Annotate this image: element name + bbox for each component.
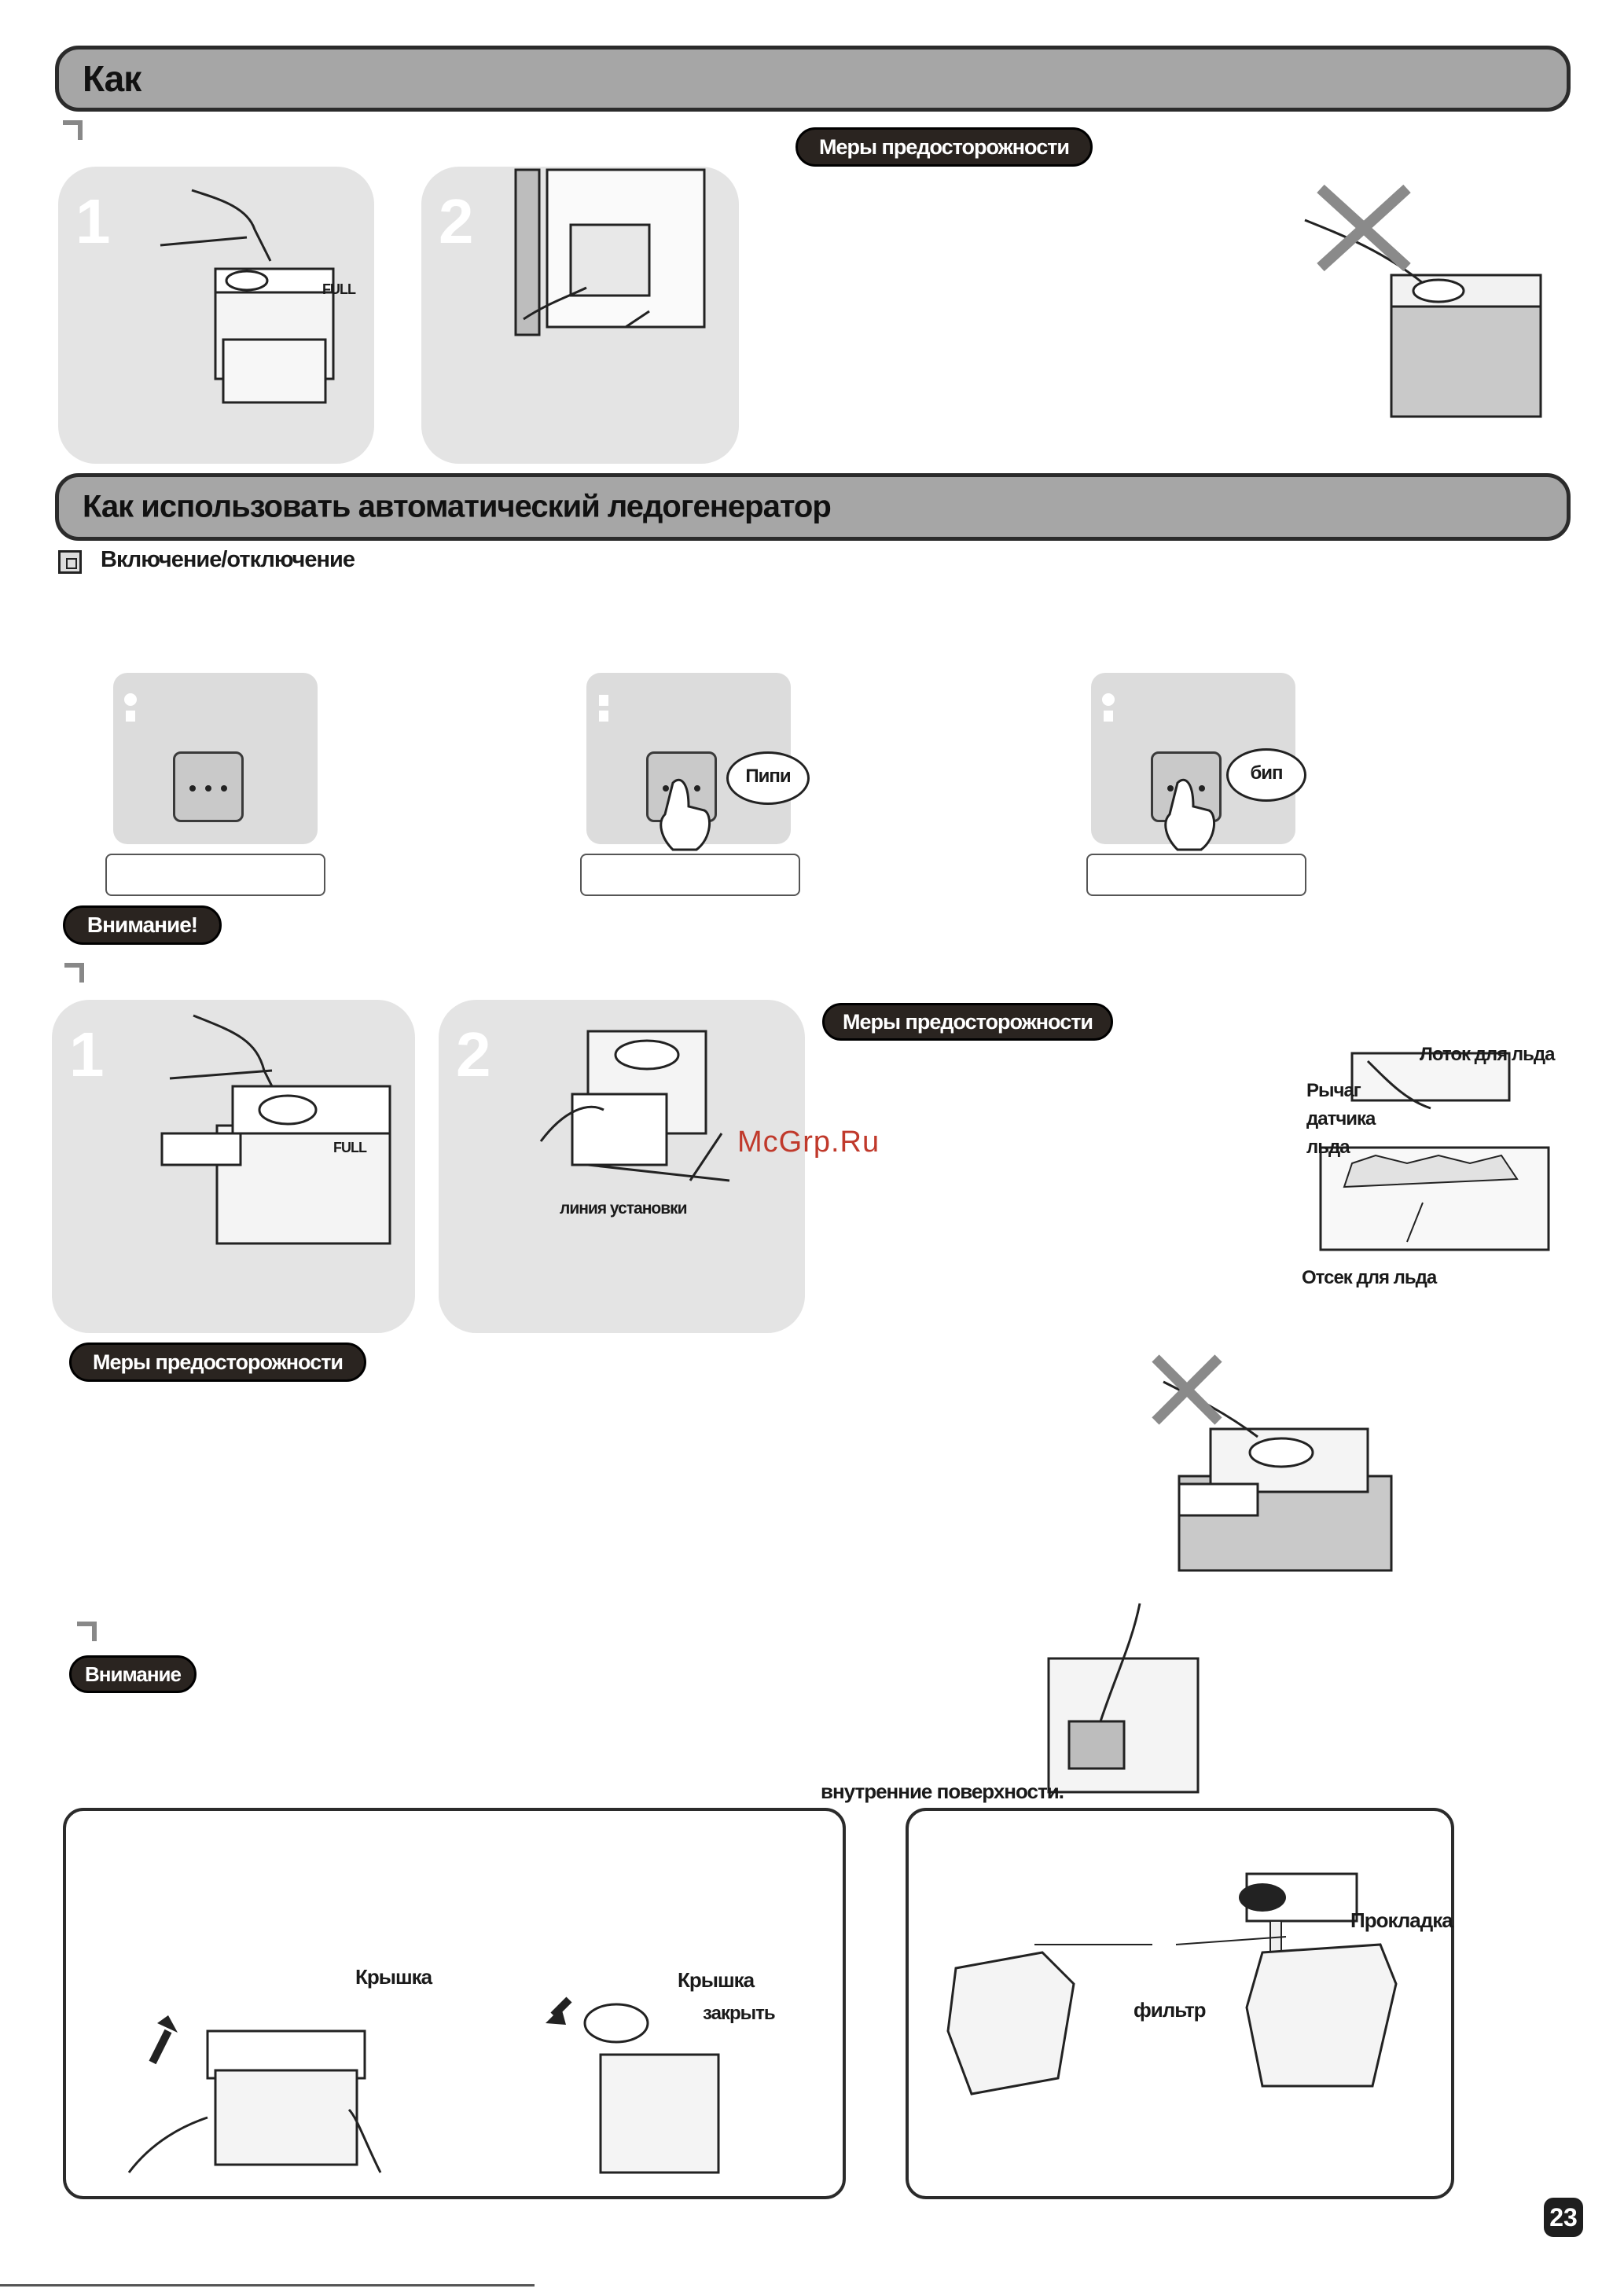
tank-cleaning-illustration: [1047, 1603, 1200, 1794]
sensor-lever-label-2: датчика: [1306, 1108, 1376, 1129]
caution-badge-mid: Меры предосторожности: [822, 1003, 1113, 1041]
lid-label-right: Крышка: [678, 1968, 755, 1992]
install-line-label: линия установки: [560, 1199, 688, 1218]
pressing-finger-icon: [1164, 778, 1216, 851]
filter-instruction-frame: Прокладка фильтр: [906, 1808, 1454, 2199]
pressing-finger-icon: [660, 778, 711, 851]
attention-badge: Внимание!: [63, 905, 222, 945]
full-mark-label: FULL: [333, 1140, 367, 1155]
section-checkbox-icon: [58, 550, 82, 574]
caution-badge-low: Меры предосторожности: [69, 1343, 366, 1382]
step-number: 2: [456, 1019, 491, 1089]
lid-instruction-frame: Крышка Крышка закрыть: [63, 1808, 846, 2199]
step-panel-2: 2: [421, 167, 739, 464]
ice-bin-label: Отсек для льда: [1302, 1267, 1437, 1288]
bottom-rule: [0, 2284, 535, 2286]
step-panel-3: 1 FULL: [52, 1000, 415, 1333]
icemaker-button[interactable]: [173, 751, 244, 822]
ice-maker-diagram: [1319, 1052, 1550, 1251]
step-panel-1: 1 FULL: [58, 167, 374, 464]
corner-mark-icon: [77, 1622, 97, 1641]
small-drop-icon: [124, 693, 145, 722]
step-panel-4: 2 линия установки: [439, 1000, 805, 1333]
button-caption-box: [105, 854, 325, 896]
beep-once-bubble: бип: [1226, 748, 1306, 802]
page-number-badge: 23: [1544, 2198, 1583, 2237]
lid-label-left: Крышка: [355, 1965, 432, 1989]
filter-label: фильтр: [1133, 1998, 1207, 2022]
button-caption-box: [580, 854, 800, 896]
small-drop-icon: [597, 693, 618, 722]
section-header-how: Как: [55, 46, 1571, 112]
tank-insert-illustration: [514, 168, 706, 336]
section-header-icemaker: Как использовать автоматический ледогене…: [55, 473, 1571, 541]
sensor-lever-label-1: Рычаг: [1306, 1080, 1361, 1101]
beep-text: бип: [1250, 762, 1283, 784]
lid-open-illustration: [127, 2015, 382, 2173]
caution-badge-label: Меры предосторожности: [842, 1010, 1093, 1034]
tank-install-illustration: [539, 1030, 730, 1182]
step-number: 2: [439, 186, 474, 256]
filter-gasket-illustration: [946, 1872, 1398, 2095]
caution-badge-label: Меры предосторожности: [818, 135, 1070, 159]
attention-badge-2: Внимание: [69, 1655, 197, 1693]
step-number: 1: [75, 186, 111, 256]
gasket-label: Прокладка: [1350, 1908, 1453, 1932]
full-mark-label: FULL: [322, 281, 356, 297]
caution-badge-top: Меры предосторожности: [795, 127, 1093, 167]
sensor-lever-label-3: льда: [1306, 1137, 1350, 1158]
ice-tray-label: Лоток для льда: [1420, 1044, 1555, 1065]
beep-twice-bubble: Пипи: [726, 751, 810, 805]
beep-text: Пипи: [745, 766, 791, 787]
inner-surfaces-label: внутренние поверхности.: [821, 1780, 1064, 1803]
do-not-overfill-illustration: [1152, 1354, 1393, 1572]
small-drop-icon: [1102, 693, 1122, 722]
water-tank-fill-illustration: [160, 1014, 391, 1245]
button-state-on: [586, 673, 791, 851]
section-title: Как: [83, 58, 141, 99]
corner-mark-icon: [63, 120, 83, 140]
do-not-overfill-illustration: [1304, 184, 1542, 418]
water-tank-fill-illustration: [160, 189, 335, 404]
corner-mark-icon: [64, 963, 84, 983]
attention-label: Внимание!: [86, 913, 198, 937]
close-label: закрыть: [703, 2003, 776, 2024]
onoff-heading: Включение/отключение: [101, 547, 355, 572]
caution-badge-label: Меры предосторожности: [92, 1350, 344, 1374]
step-number: 1: [69, 1019, 105, 1089]
attention-label: Внимание: [85, 1662, 182, 1686]
watermark: McGrp.Ru: [737, 1126, 880, 1159]
page-number: 23: [1549, 2203, 1578, 2231]
button-caption-box: [1086, 854, 1306, 896]
button-state-off: [113, 673, 318, 844]
lid-close-illustration: [546, 1996, 720, 2174]
section-title: Как использовать автоматический ледогене…: [83, 489, 832, 524]
